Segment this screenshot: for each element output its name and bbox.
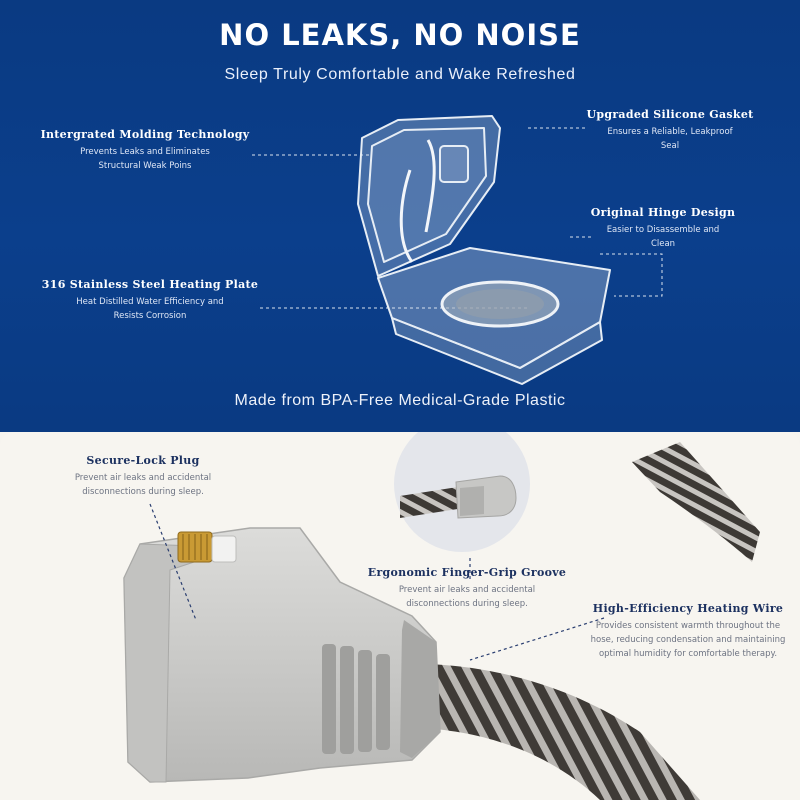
- callout-molding-title: Intergrated Molding Technology: [40, 128, 250, 141]
- headline: NO LEAKS, NO NOISE: [219, 18, 581, 52]
- callout-groove-line1: Prevent air leaks and accidental: [398, 585, 536, 595]
- callout-gasket-title: Upgraded Silicone Gasket: [586, 108, 754, 121]
- callout-wire: High-Efficiency Heating Wire Provides co…: [582, 602, 794, 661]
- callout-wire-line1: Provides consistent warmth throughout th…: [595, 621, 781, 631]
- callout-gasket-line2: Seal: [660, 141, 680, 151]
- callout-molding-line2: Structural Weak Poins: [98, 161, 192, 171]
- hose-main: [404, 663, 700, 800]
- secure-lock-plug: [123, 527, 441, 783]
- callout-plug-line2: disconnections during sleep.: [82, 487, 204, 497]
- plug-leader-line: [149, 503, 197, 621]
- callout-plug-title: Secure-Lock Plug: [86, 454, 200, 467]
- callout-plate: 316 Stainless Steel Heating Plate Heat D…: [30, 278, 270, 323]
- callout-plate-title: 316 Stainless Steel Heating Plate: [41, 278, 259, 291]
- hose-connector-illustration: [123, 432, 760, 800]
- coil-closeup-illustration: [394, 432, 530, 552]
- heated-hose-panel: Secure-Lock Plug Prevent air leaks and a…: [0, 432, 800, 800]
- chamber-lid: [357, 115, 501, 277]
- callout-plate-line2: Resists Corrosion: [113, 311, 187, 321]
- callout-plug-line1: Prevent air leaks and accidental: [74, 473, 212, 483]
- callout-hinge-line2: Clean: [650, 239, 676, 249]
- hinge-leader-line-2: [600, 253, 663, 297]
- callout-plate-line1: Heat Distilled Water Efficiency and: [76, 297, 224, 307]
- callout-gasket: Upgraded Silicone Gasket Ensures a Relia…: [580, 108, 760, 153]
- callout-hinge-title: Original Hinge Design: [590, 206, 736, 219]
- callout-wire-title: High-Efficiency Heating Wire: [592, 602, 784, 615]
- subheadline: Sleep Truly Comfortable and Wake Refresh…: [224, 66, 576, 83]
- callout-gasket-line1: Ensures a Reliable, Leakproof: [607, 127, 733, 137]
- callout-groove-line2: disconnections during sleep.: [406, 599, 528, 609]
- hose-upper-segment: [632, 442, 760, 562]
- chamber-base: [377, 247, 611, 385]
- water-chamber-panel: NO LEAKS, NO NOISE Sleep Truly Comfortab…: [0, 0, 800, 432]
- callout-molding-line1: Prevents Leaks and Eliminates: [80, 147, 210, 157]
- callout-hinge: Original Hinge Design Easier to Disassem…: [578, 206, 748, 251]
- callout-wire-line3: optimal humidity for comfortable therapy…: [598, 649, 778, 659]
- callout-molding: Intergrated Molding Technology Prevents …: [30, 128, 260, 173]
- material-note: Made from BPA-Free Medical-Grade Plastic: [234, 392, 566, 409]
- callout-groove: Ergonomic Finger-Grip Groove Prevent air…: [362, 566, 572, 611]
- callout-groove-title: Ergonomic Finger-Grip Groove: [367, 566, 567, 579]
- callout-wire-line2: hose, reducing condensation and maintain…: [590, 635, 786, 645]
- callout-plug: Secure-Lock Plug Prevent air leaks and a…: [58, 454, 228, 499]
- callout-hinge-line1: Easier to Disassemble and: [606, 225, 720, 235]
- water-chamber-illustration: [252, 115, 663, 385]
